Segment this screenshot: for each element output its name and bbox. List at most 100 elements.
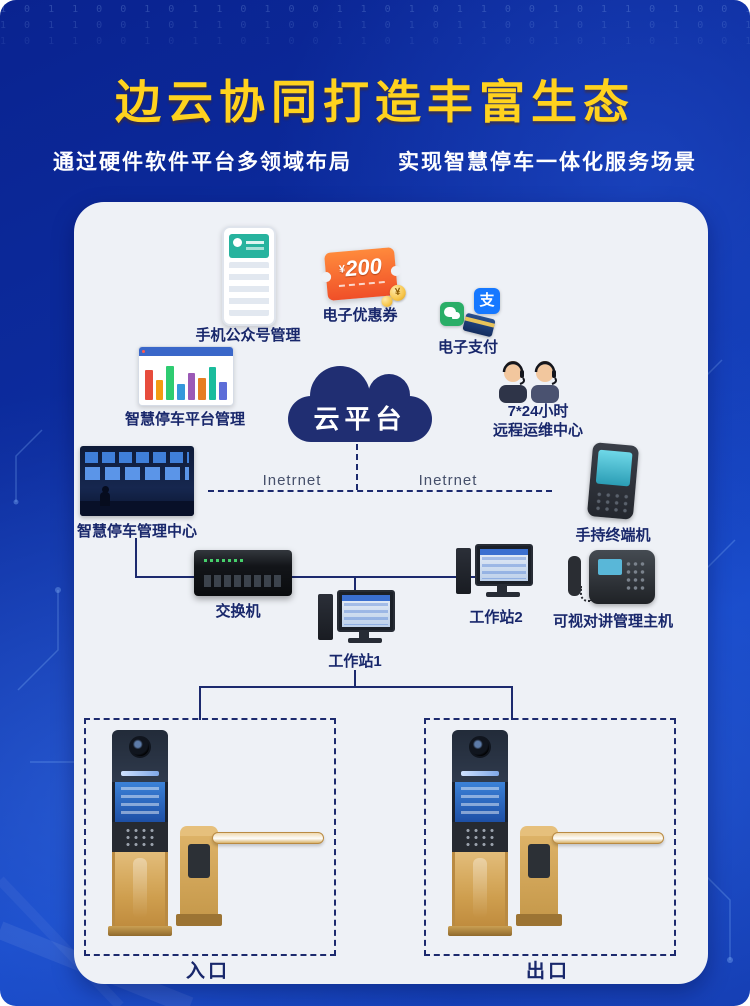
- pc-stand: [359, 631, 369, 638]
- intercom-keypad: [625, 560, 647, 592]
- exit-zone-box: [424, 718, 676, 956]
- binary-decor-row: 1 0 1 1 0 0 1 0 1 1 0 1 0 0 1 1 0 1 0 1 …: [0, 36, 750, 47]
- barrier-arm: [552, 832, 664, 844]
- phone-app-list: [229, 262, 269, 316]
- fill-light: [461, 771, 499, 776]
- barrier-arm: [212, 832, 324, 844]
- coupon-amount: ¥200: [324, 252, 396, 284]
- terminal-label: 手持终端机: [575, 527, 651, 544]
- switch-ports: [204, 575, 282, 587]
- connector-monitor-down-line: [135, 538, 137, 578]
- barrier-base: [176, 914, 222, 926]
- workstation2-label: 工作站2: [469, 609, 523, 626]
- support-label-line1: 7*24小时: [507, 403, 569, 420]
- kiosk-keypad: [112, 822, 168, 852]
- switch-label: 交换机: [215, 603, 261, 620]
- phone-app-header: [229, 234, 269, 258]
- connector-workstation1-down-line: [354, 670, 356, 688]
- connector-workstation1-up-line: [354, 576, 356, 598]
- entrance-zone-box: [84, 718, 336, 956]
- kiosk-base: [448, 926, 512, 936]
- wechat-bubble: [444, 307, 456, 317]
- exit-label: 出口: [525, 961, 570, 982]
- fill-light: [121, 771, 159, 776]
- monitor-wall-screens: [85, 467, 189, 480]
- entrance-label: 入口: [185, 961, 230, 982]
- kiosk-body: [452, 852, 508, 926]
- pc-screen: [480, 549, 528, 581]
- kiosk-keypad: [452, 822, 508, 852]
- kiosk-screen: [452, 782, 508, 822]
- phone-label: 手机公众号管理: [195, 327, 301, 344]
- intercom-label: 可视对讲管理主机: [552, 613, 673, 630]
- kiosk-body: [112, 852, 168, 926]
- operator-silhouette: [100, 486, 110, 506]
- coupon-graphic: ¥200 ¥: [324, 247, 407, 308]
- support-label: 7*24小时 远程运维中心: [458, 402, 618, 440]
- barrier-gate-image: [176, 826, 222, 926]
- kiosk-base: [108, 926, 172, 936]
- kiosk-screen: [112, 782, 168, 822]
- dashboard-bars: [145, 361, 227, 400]
- handheld-terminal-image: [586, 442, 640, 520]
- gate-kiosk-image: [448, 730, 512, 936]
- intercom-host-image: [568, 550, 656, 608]
- payment-label: 电子支付: [437, 339, 498, 356]
- dashboard-label: 智慧停车平台管理: [124, 411, 245, 428]
- barrier-cabinet-top: [180, 826, 218, 836]
- intercom-screen: [598, 559, 622, 575]
- connector-lan-bus-line: [135, 576, 497, 578]
- monitor-wall-screens: [85, 452, 189, 463]
- connector-exit-line: [511, 686, 513, 720]
- payment-icons-group: 支: [440, 288, 500, 338]
- binary-decor-row: 1 0 1 1 0 0 1 0 1 1 0 1 0 0 1 1 0 1 0 1 …: [0, 20, 750, 31]
- camera-lens-icon: [469, 736, 491, 758]
- connector-gates-bus-line: [199, 686, 513, 688]
- monitor-desk: [80, 501, 194, 516]
- monitor-label: 智慧停车管理中心: [76, 523, 197, 540]
- bank-card-icon: [462, 312, 496, 338]
- wechat-pay-icon: [440, 302, 464, 326]
- support-label-line2: 远程运维中心: [492, 422, 583, 439]
- pc-tower: [318, 594, 333, 640]
- workstation2-image: [456, 544, 533, 608]
- wechat-bubble: [452, 312, 460, 319]
- pc-stand: [497, 585, 507, 592]
- pc-screen: [342, 595, 390, 627]
- page-title: 边云协同打造丰富生态: [115, 76, 635, 128]
- cloud-shape: 云平台: [288, 366, 432, 442]
- workstation1-label: 工作站1: [328, 653, 382, 670]
- barrier-base: [516, 914, 562, 926]
- barrier-cabinet: [520, 836, 558, 914]
- alipay-icon: 支: [474, 288, 500, 314]
- workstation1-image: [318, 590, 395, 654]
- intercom-cord: [580, 586, 592, 602]
- internet-label-left: Inetrnet: [262, 472, 322, 489]
- page-subtitle: 通过硬件软件平台多领域布局 实现智慧停车一体化服务场景: [53, 151, 697, 174]
- headset-agents-svg: [499, 361, 559, 403]
- connector-cloud-internet-line: [356, 444, 358, 490]
- barrier-cabinet: [180, 836, 218, 914]
- binary-decor-row: 1 0 1 1 0 0 1 0 1 1 0 1 0 0 1 1 0 1 0 1 …: [0, 4, 750, 15]
- switch-leds: [204, 559, 246, 562]
- kiosk-camera-head: [452, 730, 508, 782]
- dashboard-browser-bar: [139, 347, 233, 356]
- coupon-amount-value: 200: [344, 253, 383, 282]
- intercom-handset: [568, 556, 581, 596]
- monitor-room-image: [80, 446, 194, 516]
- internet-label-right: Inetrnet: [418, 472, 478, 489]
- terminal-screen: [595, 449, 633, 487]
- camera-lens-icon: [129, 736, 151, 758]
- pc-monitor: [475, 544, 533, 586]
- pc-base: [486, 592, 520, 597]
- barrier-gate-image: [516, 826, 562, 926]
- support-agents-icon: [496, 358, 562, 409]
- network-switch-image: [194, 550, 292, 596]
- pc-tower: [456, 548, 471, 594]
- pc-monitor: [337, 590, 395, 632]
- connector-internet-bus-line: [208, 490, 552, 492]
- coupon-label: 电子优惠券: [322, 307, 398, 324]
- barrier-cabinet-top: [520, 826, 558, 836]
- terminal-keypad: [593, 490, 629, 514]
